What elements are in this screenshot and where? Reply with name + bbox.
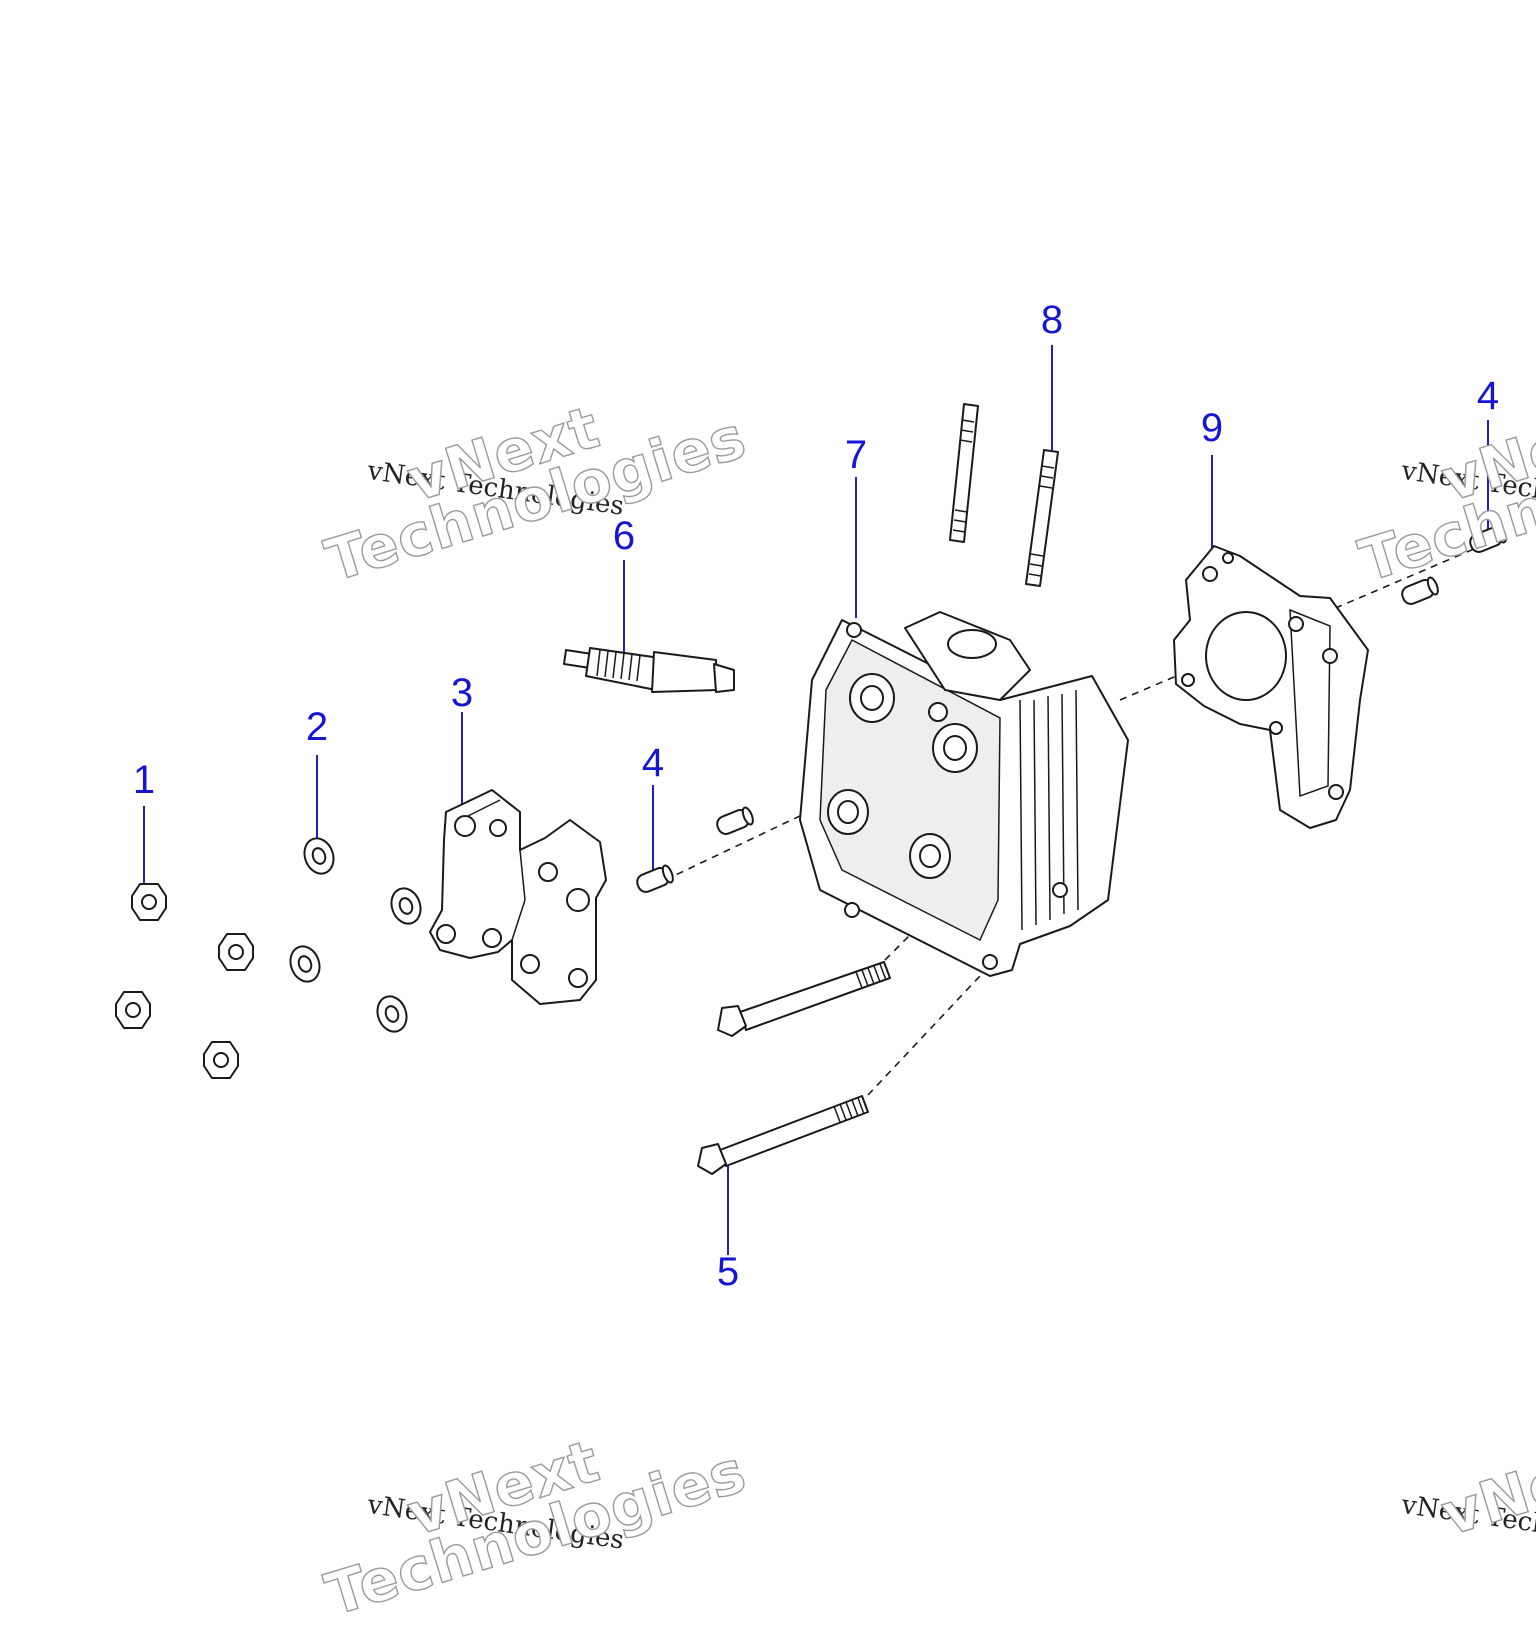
studs <box>949 403 1059 587</box>
callout-6: 6 <box>612 514 636 558</box>
callout-7: 7 <box>844 433 868 477</box>
callout-2: 2 <box>305 705 329 749</box>
cylinder-head-bolts <box>697 961 891 1175</box>
rocker-bracket <box>429 789 607 1005</box>
head-gasket <box>1173 545 1369 829</box>
spark-plug <box>563 647 735 693</box>
dowel-pins <box>636 524 1507 893</box>
callout-5: 5 <box>716 1250 740 1294</box>
washers <box>289 837 422 1033</box>
flange-nuts <box>115 883 254 1079</box>
callout-3: 3 <box>450 671 474 715</box>
callout-4-left: 4 <box>641 741 665 785</box>
callout-8: 8 <box>1040 298 1064 342</box>
exploded-parts-diagram <box>115 345 1507 1255</box>
callout-9: 9 <box>1200 406 1224 450</box>
callout-4-right: 4 <box>1476 374 1500 418</box>
cylinder-head <box>799 611 1129 977</box>
leader-lines <box>143 345 1489 1255</box>
callout-1: 1 <box>132 758 156 802</box>
